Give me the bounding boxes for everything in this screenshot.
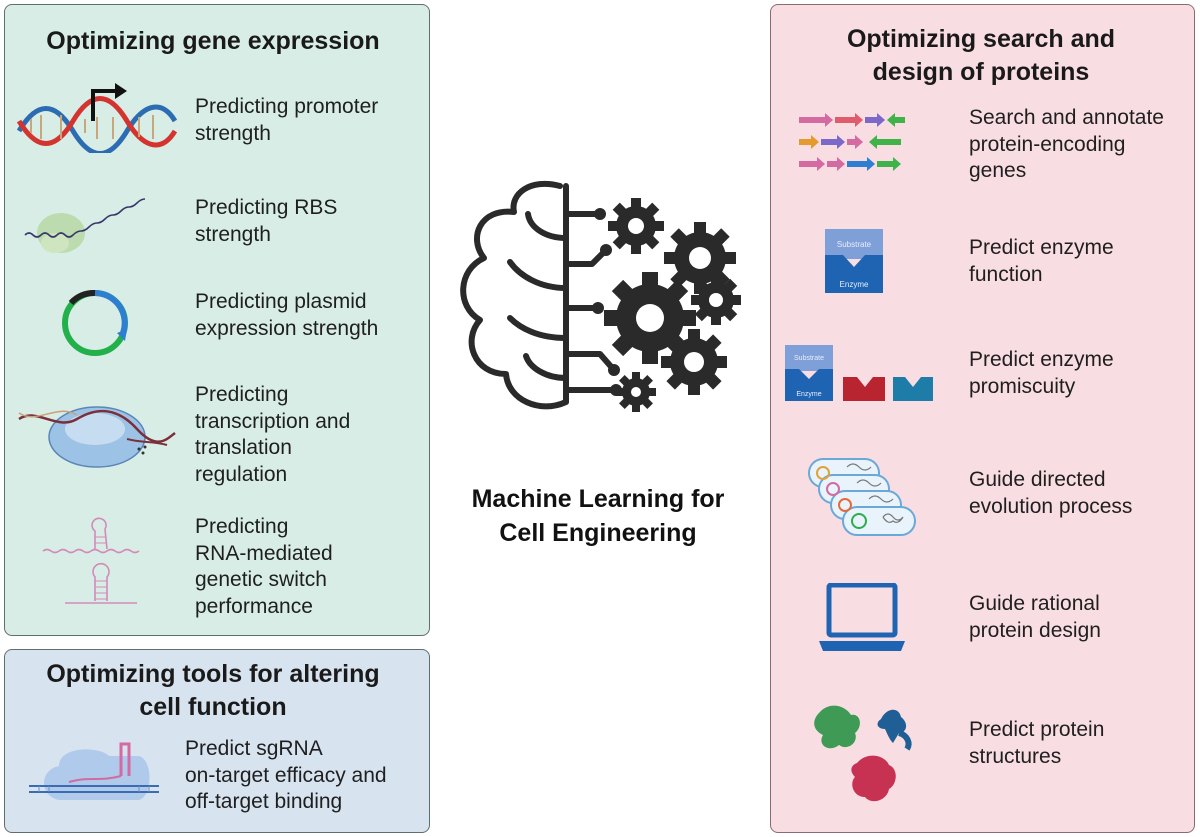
text-line: Predict enzyme — [969, 236, 1114, 259]
title-line: cell function — [139, 693, 287, 721]
text-line: Predicting — [195, 515, 289, 538]
text-line: Predict enzyme — [969, 348, 1114, 371]
title-line: Machine Learning for — [471, 485, 725, 513]
enzyme-label: Enzyme — [840, 280, 869, 289]
gene-item-rna-switch-text: Predicting RNA-mediated genetic switch p… — [195, 514, 425, 620]
protein-item-promiscuity-text: Predict enzyme promiscuity — [969, 347, 1189, 400]
text-line: structures — [969, 744, 1062, 768]
text-line: Guide rational — [969, 592, 1100, 615]
gene-item-promoter-text: Predicting promoter strength — [195, 94, 425, 147]
text-line: genetic switch — [195, 568, 327, 591]
enzyme-substrate-icon: Substrate Enzyme — [823, 227, 885, 295]
laptop-icon — [817, 583, 907, 655]
text-line: Predicting promoter — [195, 95, 379, 118]
text-line: promiscuity — [969, 374, 1076, 398]
protein-structures-icon — [811, 699, 921, 809]
text-line: regulation — [195, 462, 288, 486]
plasmid-icon — [57, 285, 133, 361]
text-line: genes — [969, 159, 1027, 182]
substrate-label: Substrate — [794, 355, 824, 362]
enzyme-label: Enzyme — [796, 391, 821, 398]
text-line: off-target binding — [185, 790, 343, 813]
text-line: Predict sgRNA — [185, 737, 323, 760]
protein-item-enzyme-function-text: Predict enzyme function — [969, 235, 1189, 288]
text-line: strength — [195, 222, 271, 246]
enzyme-promiscuity-icon: Substrate Enzyme — [783, 343, 935, 403]
transcription-complex-icon — [17, 389, 177, 473]
protein-item-evolution-text: Guide directed evolution process — [969, 467, 1189, 520]
brain-gears-icon — [450, 178, 750, 433]
text-line: on-target efficacy and — [185, 763, 387, 787]
cell-function-tools-panel: Optimizing tools for altering cell funct… — [4, 649, 430, 833]
title-line: Cell Engineering — [499, 519, 697, 547]
text-line: Predicting — [195, 383, 289, 406]
promoter-dna-icon — [17, 81, 177, 153]
sgrna-cas-icon — [29, 736, 159, 816]
text-line: strength — [195, 121, 271, 145]
title-line: design of proteins — [872, 58, 1090, 86]
text-line: RNA-mediated — [195, 541, 333, 565]
gene-expression-panel: Optimizing gene expression Predicting pr… — [4, 4, 430, 636]
center-title: Machine Learning for Cell Engineering — [438, 482, 758, 550]
rna-switch-icon — [41, 509, 151, 609]
tools-item-sgrna-text: Predict sgRNA on-target efficacy and off… — [185, 736, 425, 816]
gene-item-transcription-text: Predicting transcription and translation… — [195, 382, 425, 488]
gene-item-plasmid-text: Predicting plasmid expression strength — [195, 289, 425, 342]
text-line: Predicting RBS — [195, 196, 338, 219]
text-line: transcription and — [195, 409, 351, 433]
text-line: expression strength — [195, 316, 379, 340]
gene-arrows-icon — [797, 109, 907, 173]
text-line: protein design — [969, 618, 1101, 642]
text-line: performance — [195, 594, 313, 618]
protein-item-structures-text: Predict protein structures — [969, 717, 1189, 770]
text-line: protein-encoding — [969, 132, 1126, 156]
tools-title: Optimizing tools for altering cell funct… — [5, 658, 421, 724]
text-line: Predicting plasmid — [195, 290, 367, 313]
gene-item-rbs-text: Predicting RBS strength — [195, 195, 425, 248]
protein-item-search-text: Search and annotate protein-encoding gen… — [969, 105, 1189, 185]
ribosome-mrna-icon — [21, 195, 171, 261]
text-line: Search and annotate — [969, 106, 1164, 129]
text-line: Guide directed — [969, 468, 1106, 491]
directed-evolution-icon — [807, 457, 919, 539]
substrate-label: Substrate — [837, 240, 872, 249]
protein-design-panel: Optimizing search and design of proteins… — [770, 4, 1195, 833]
title-line: Optimizing tools for altering — [46, 660, 380, 688]
gene-expression-title: Optimizing gene expression — [46, 27, 380, 55]
title-line: Optimizing search and — [846, 25, 1116, 53]
text-line: translation — [195, 436, 292, 459]
proteins-title: Optimizing search and design of proteins — [791, 23, 1171, 89]
text-line: evolution process — [969, 494, 1133, 518]
text-line: function — [969, 262, 1043, 286]
protein-item-rational-text: Guide rational protein design — [969, 591, 1189, 644]
text-line: Predict protein — [969, 718, 1105, 741]
